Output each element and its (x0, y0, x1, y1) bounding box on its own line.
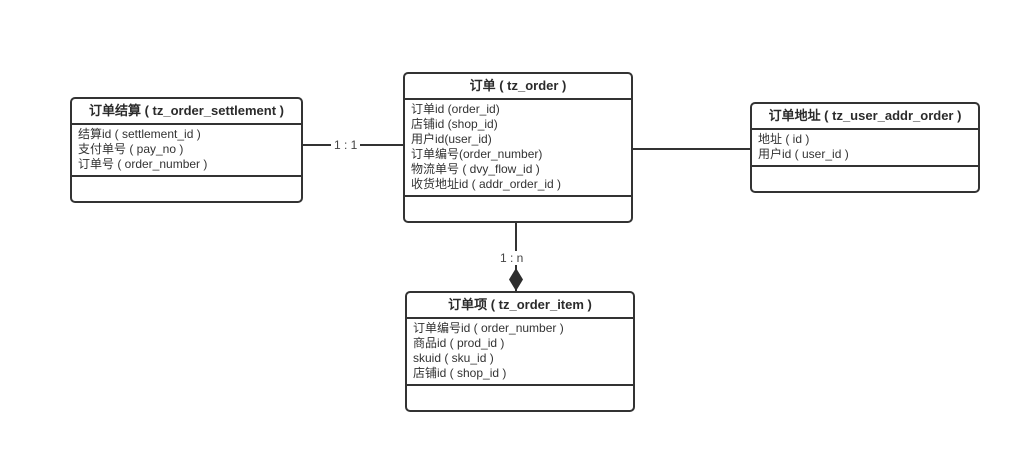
entity-field: 商品id ( prod_id ) (413, 336, 505, 350)
entity-field: 订单编号id ( order_number ) (413, 321, 564, 335)
entity-field: skuid ( sku_id ) (413, 351, 494, 365)
entity-order-item-title: 订单项 ( tz_order_item ) (407, 293, 633, 319)
entity-order-settlement[interactable]: 订单结算 ( tz_order_settlement ) 结算id ( sett… (70, 97, 303, 203)
diamond-arrow-icon (509, 268, 523, 291)
entity-field: 收货地址id ( addr_order_id ) (411, 177, 562, 191)
entity-field: 支付单号 ( pay_no ) (78, 142, 184, 156)
entity-user-addr-order[interactable]: 订单地址 ( tz_user_addr_order ) 地址 ( id ) 用户… (750, 102, 980, 193)
entity-field: 店铺id (shop_id) (411, 117, 498, 131)
entity-field: 用户id(user_id) (411, 132, 492, 146)
entity-field: 订单编号(order_number) (411, 147, 543, 161)
entity-order[interactable]: 订单 ( tz_order ) 订单id (order_id) 店铺id (sh… (403, 72, 633, 223)
entity-field: 物流单号 ( dvy_flow_id ) (411, 162, 540, 176)
connector-label-one-to-n: 1 : n (497, 251, 527, 265)
entity-field: 订单id (order_id) (411, 102, 500, 116)
entity-order-footer (405, 197, 631, 221)
entity-order-item[interactable]: 订单项 ( tz_order_item ) 订单编号id ( order_num… (405, 291, 635, 412)
entity-order-item-field-list: 订单编号id ( order_number ) 商品id ( prod_id )… (407, 319, 633, 386)
entity-order-item-footer (407, 386, 633, 410)
entity-user-addr-order-field-list: 地址 ( id ) 用户id ( user_id ) (752, 130, 978, 167)
entity-order-field-list: 订单id (order_id) 店铺id (shop_id) 用户id(user… (405, 100, 631, 197)
entity-user-addr-order-title: 订单地址 ( tz_user_addr_order ) (752, 104, 978, 130)
entity-order-settlement-title: 订单结算 ( tz_order_settlement ) (72, 99, 301, 125)
entity-field: 订单号 ( order_number ) (78, 157, 208, 171)
entity-field: 用户id ( user_id ) (758, 147, 849, 161)
entity-order-settlement-field-list: 结算id ( settlement_id ) 支付单号 ( pay_no ) 订… (72, 125, 301, 177)
entity-user-addr-order-footer (752, 167, 978, 191)
entity-order-settlement-footer (72, 177, 301, 201)
entity-field: 地址 ( id ) (758, 132, 810, 146)
connector-line-order-address (630, 148, 753, 150)
connector-label-one-to-one: 1 : 1 (331, 138, 361, 152)
entity-field: 店铺id ( shop_id ) (413, 366, 507, 380)
entity-field: 结算id ( settlement_id ) (78, 127, 201, 141)
entity-order-title: 订单 ( tz_order ) (405, 74, 631, 100)
